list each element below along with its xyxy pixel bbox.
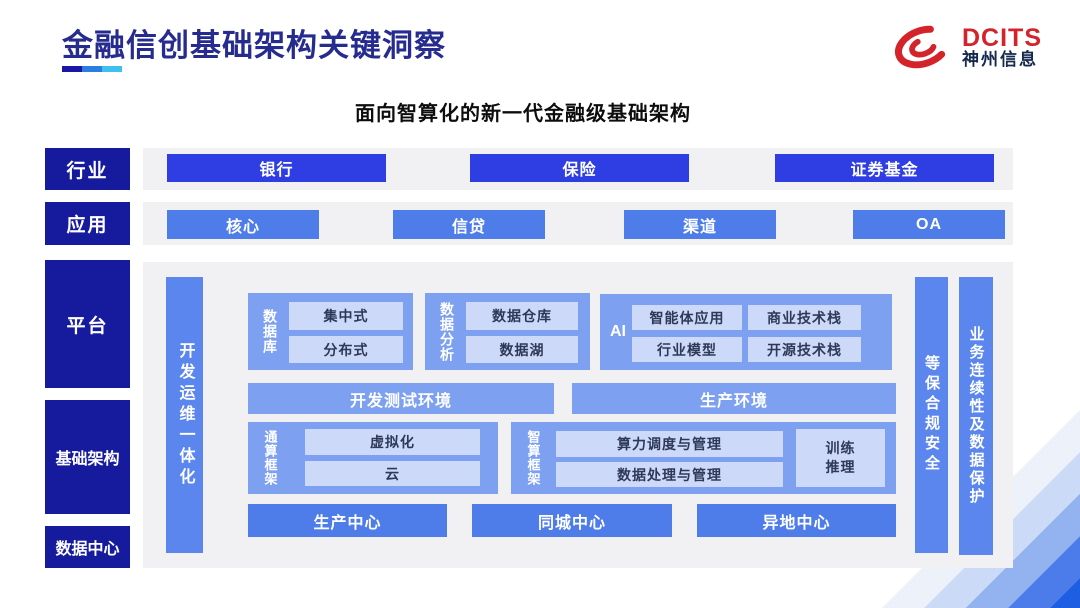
page-title: 金融信创基础架构关键洞察 <box>62 28 446 63</box>
chip-centralized: 集中式 <box>289 302 403 330</box>
layer-label-application: 应用 <box>45 202 130 245</box>
chip-agent-app: 智能体应用 <box>632 305 742 330</box>
app-item-oa: OA <box>853 210 1005 239</box>
chip-commercial-stack: 商业技术栈 <box>748 305 861 330</box>
chip-distributed: 分布式 <box>289 336 403 363</box>
chip-data-processing: 数据处理与管理 <box>556 462 783 487</box>
diagram-title: 面向智算化的新一代金融级基础架构 <box>355 103 691 125</box>
layer-label-industry: 行业 <box>45 148 130 190</box>
swirl-icon <box>894 25 952 69</box>
industry-item-insurance: 保险 <box>470 154 689 182</box>
group-database: 数据库 集中式 分布式 <box>248 293 413 370</box>
group-intelligent-compute-label: 智算框架 <box>525 430 541 486</box>
group-data-analysis: 数据分析 数据仓库 数据湖 <box>425 293 590 370</box>
security-compliance-bar: 等保合规安全 <box>915 277 948 553</box>
layer-label-platform: 平台 <box>45 260 130 388</box>
chip-opensource-stack: 开源技术栈 <box>748 337 861 362</box>
production-env-bar: 生产环境 <box>572 383 896 414</box>
center-remote: 异地中心 <box>697 504 896 537</box>
group-ai-label: AI <box>610 323 626 340</box>
group-intelligent-compute: 智算框架 算力调度与管理 数据处理与管理 训练 推理 <box>511 422 896 494</box>
devops-vertical-bar: 开发运维一体化 <box>166 277 203 553</box>
logo-brand-text: DCITS <box>962 23 1042 52</box>
logo-company-text: 神州信息 <box>962 50 1038 70</box>
title-underline <box>62 66 122 72</box>
chip-training-inference: 训练 推理 <box>796 429 885 487</box>
group-database-label: 数据库 <box>262 309 278 354</box>
chip-data-warehouse: 数据仓库 <box>466 302 578 330</box>
group-general-compute-label: 通算框架 <box>262 430 278 486</box>
chip-virtualization: 虚拟化 <box>305 429 480 455</box>
layer-label-infrastructure: 基础架构 <box>45 400 130 514</box>
group-data-analysis-label: 数据分析 <box>439 301 455 362</box>
center-production: 生产中心 <box>248 504 447 537</box>
app-item-channel: 渠道 <box>624 210 776 239</box>
group-ai: AI 智能体应用 商业技术栈 行业模型 开源技术栈 <box>600 294 892 370</box>
chip-cloud: 云 <box>305 461 480 486</box>
app-item-credit: 信贷 <box>393 210 545 239</box>
layer-label-datacenter: 数据中心 <box>45 526 130 568</box>
group-general-compute: 通算框架 虚拟化 云 <box>248 422 498 494</box>
app-item-core: 核心 <box>167 210 319 239</box>
industry-item-securities: 证券基金 <box>775 154 994 182</box>
chip-industry-model: 行业模型 <box>632 337 742 362</box>
business-continuity-bar: 业务连续性及数据保护 <box>959 277 993 555</box>
industry-item-bank: 银行 <box>167 154 386 182</box>
chip-data-lake: 数据湖 <box>466 336 578 363</box>
center-same-city: 同城中心 <box>472 504 672 537</box>
company-logo: DCITS 神州信息 <box>890 16 1060 78</box>
devtest-env-bar: 开发测试环境 <box>248 383 554 414</box>
chip-compute-scheduling: 算力调度与管理 <box>556 431 783 457</box>
